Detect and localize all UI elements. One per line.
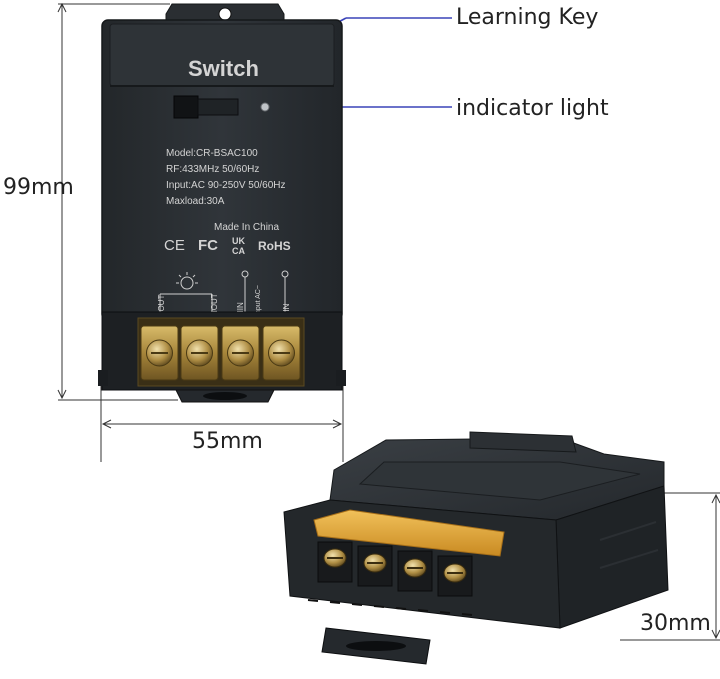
indicator-light-label: indicator light bbox=[456, 96, 609, 121]
terminal-label-input: Input AC~ bbox=[255, 285, 262, 316]
spec-line-maxload: Maxload:30A bbox=[166, 196, 225, 207]
terminal-label-n-out: NOUT bbox=[210, 293, 219, 316]
height-dimension bbox=[57, 2, 178, 401]
ukca-mark-top: UK bbox=[232, 236, 245, 246]
angled-view-device bbox=[283, 431, 669, 665]
terminal-label-n-in: NIN bbox=[236, 302, 245, 316]
made-in-label: Made In China bbox=[214, 222, 279, 233]
spec-line-input: Input:AC 90-250V 50/60Hz bbox=[166, 180, 286, 191]
learning-key-label: Learning Key bbox=[456, 5, 598, 30]
width-dimension-label: 55mm bbox=[192, 429, 263, 454]
depth-dimension bbox=[620, 492, 720, 641]
terminal-screws bbox=[140, 325, 301, 381]
ukca-mark-bottom: CA bbox=[232, 246, 245, 256]
front-view-device: Switch Model:CR-BSAC100 RF:433MHz 50/60H… bbox=[98, 3, 346, 403]
spec-line-rf: RF:433MHz 50/60Hz bbox=[166, 164, 259, 175]
spec-line-model: Model:CR-BSAC100 bbox=[166, 148, 258, 159]
rohs-mark: RoHS bbox=[258, 239, 291, 253]
terminal-label-l-out: LOUT bbox=[157, 295, 166, 316]
brand-mark: Switch bbox=[188, 56, 259, 81]
fc-mark: FC bbox=[198, 237, 218, 254]
terminal-label-l-in: LIN bbox=[282, 303, 291, 316]
angled-terminal-screws bbox=[317, 541, 473, 597]
depth-dimension-label: 30mm bbox=[640, 611, 711, 636]
height-dimension-label: 99mm bbox=[3, 175, 74, 200]
width-dimension bbox=[100, 378, 344, 462]
ce-mark: CE bbox=[164, 237, 185, 254]
